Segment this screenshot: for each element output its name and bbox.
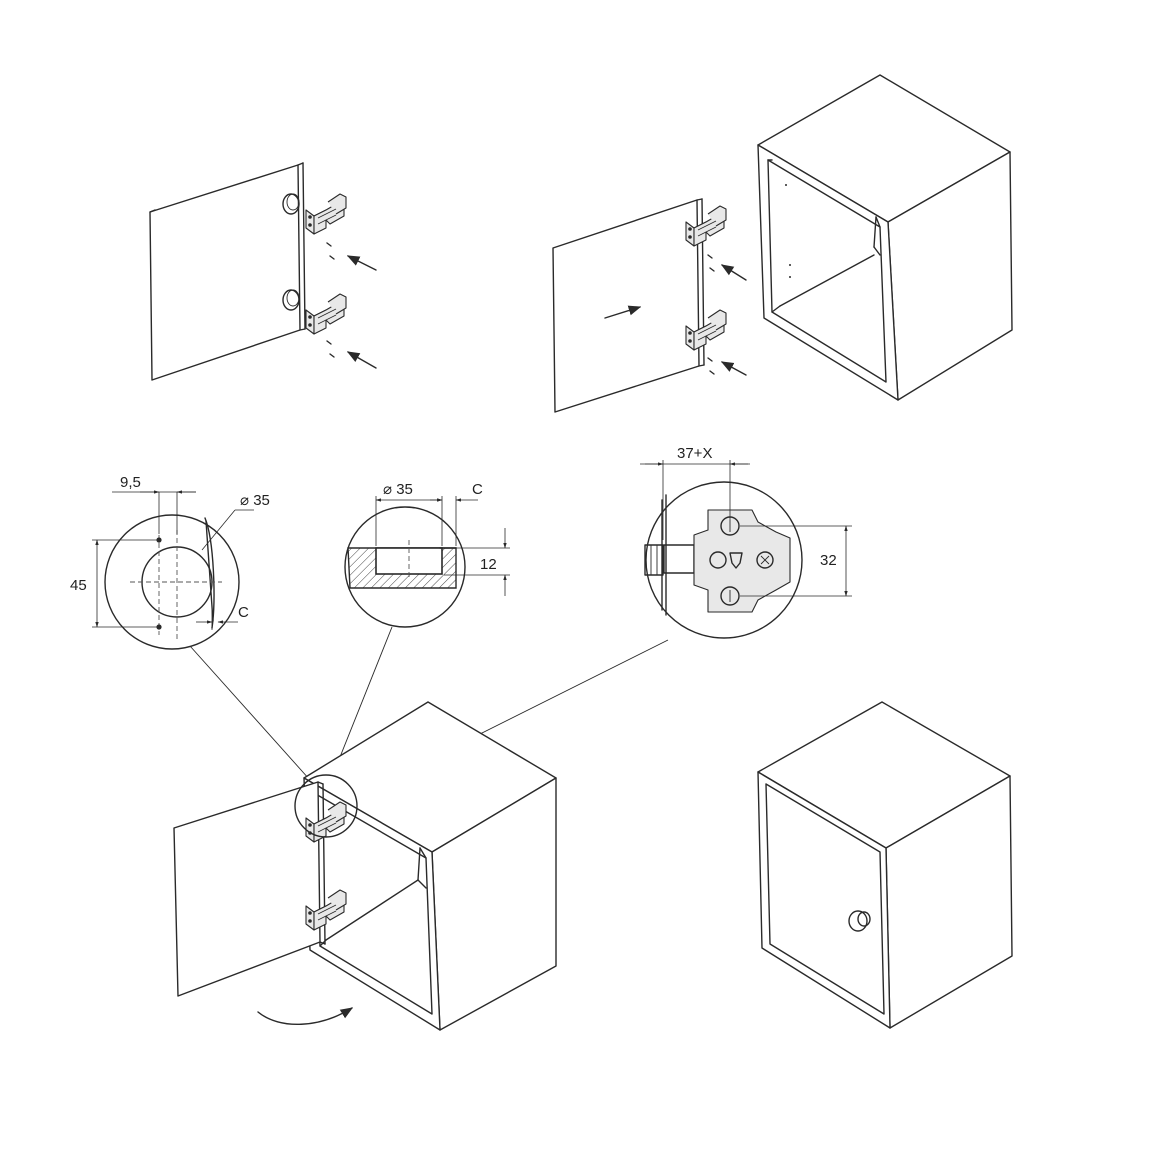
section-diameter-label: ⌀ 35 [383, 481, 413, 498]
open-cabinet [757, 74, 1013, 401]
plate-width-label: 37+X [677, 445, 712, 462]
arrow-icon [604, 305, 642, 319]
arrow-icon [346, 351, 377, 369]
detail-circle [344, 506, 466, 628]
detail-magnifier-circle [294, 774, 358, 838]
detail-cup-hole-position: 9,5 ⌀ 35 45 C [70, 474, 311, 781]
depth-label: 12 [480, 556, 497, 573]
door-panel [552, 199, 700, 413]
arrow-icon [720, 361, 747, 376]
swing-arrow-icon [257, 1007, 354, 1026]
step4-cabinet-closed [757, 701, 1013, 1029]
detail-mounting-plate: 37+X 32 [347, 445, 852, 801]
screw-icons [326, 242, 335, 358]
edge-c-label: C [238, 604, 249, 621]
open-door-panel [173, 781, 321, 997]
arrow-icon [346, 255, 377, 271]
closed-door-panel [765, 783, 885, 1015]
section-c-label: C [472, 481, 483, 498]
step1-door-with-hinges [149, 162, 377, 381]
step3-cabinet-door-open [173, 701, 557, 1031]
arrow-icon [720, 264, 747, 281]
knob-icon [848, 910, 871, 932]
screw-icons [707, 254, 715, 375]
mounting-plate [693, 509, 791, 613]
detail-circle [104, 514, 240, 650]
cup-hole-top [282, 193, 300, 215]
hinge-icon [305, 293, 347, 335]
door-panel [149, 164, 301, 381]
cup-diameter-label: ⌀ 35 [240, 492, 270, 509]
step2-mount-door [552, 74, 1013, 413]
plate-height-label: 32 [820, 552, 837, 569]
cup-hole-bottom [282, 289, 300, 311]
detail-circle [645, 481, 803, 639]
offset-label: 9,5 [120, 474, 141, 491]
hinge-icon [305, 193, 347, 235]
door-height-label: 45 [70, 577, 87, 594]
